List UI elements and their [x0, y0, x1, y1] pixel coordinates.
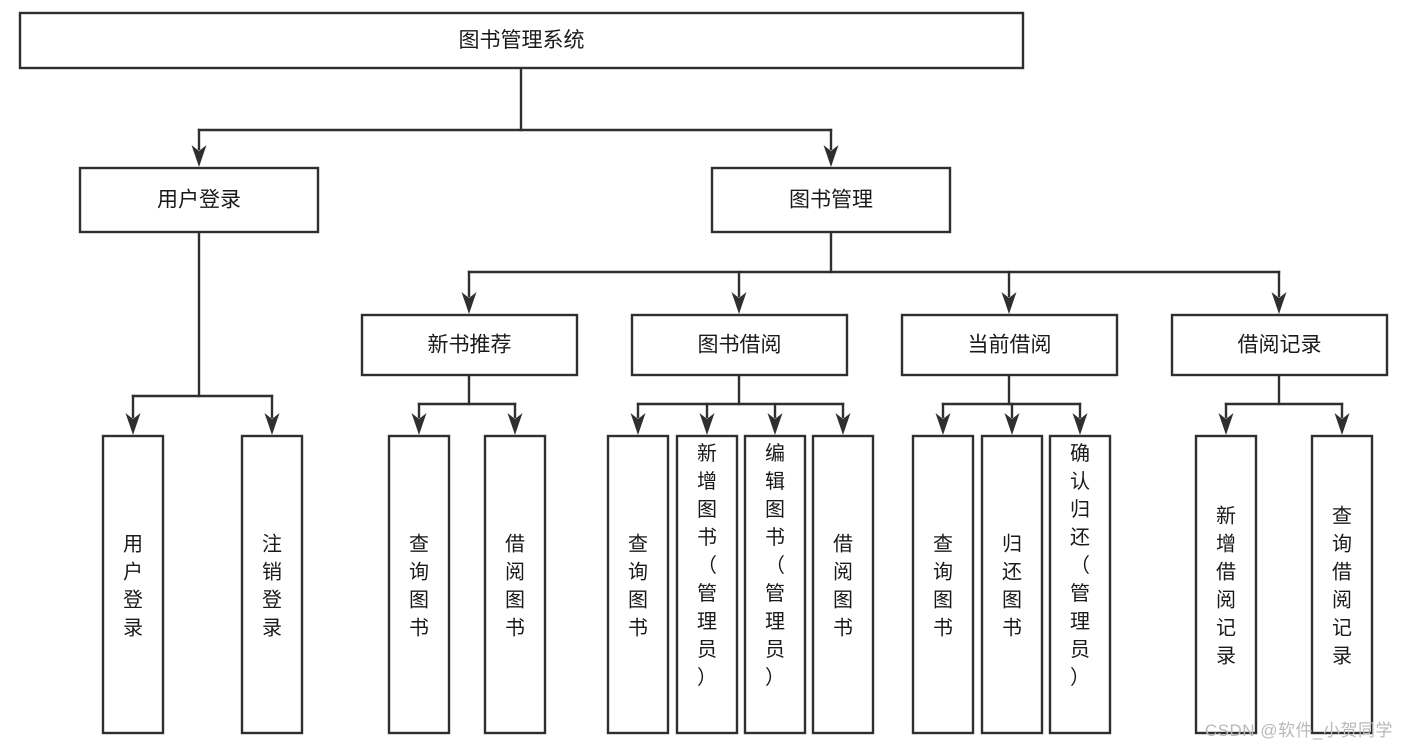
node-box-new-book-recommend[interactable]: [360, 313, 579, 377]
node-box-leaf-user-login[interactable]: [101, 434, 165, 735]
node-layer: 图书管理系统用户登录图书管理新书推荐图书借阅当前借阅借阅记录用户登录注销登录查询…: [18, 11, 1389, 735]
node-leaf-add-book-admin[interactable]: 新增图书（管理员）: [675, 434, 739, 735]
node-box-leaf-user-logout[interactable]: [240, 434, 304, 735]
node-box-leaf-query-book-recommend[interactable]: [387, 434, 451, 735]
node-label-book-manage: 图书管理: [789, 189, 873, 212]
node-label-leaf-confirm-return-admin: 确认归还（管理员）: [1070, 442, 1090, 689]
node-label-leaf-query-book-borrow: 查询图书: [628, 532, 648, 639]
node-label-leaf-borrow-book-recommend: 借阅图书: [505, 532, 525, 639]
node-label-leaf-add-book-admin: 新增图书（管理员）: [697, 442, 717, 689]
node-box-leaf-return-book[interactable]: [980, 434, 1044, 735]
conn-root-to-level1: [191, 66, 839, 167]
node-box-leaf-add-borrow-record[interactable]: [1194, 434, 1258, 735]
node-label-leaf-query-book-recommend: 查询图书: [409, 532, 429, 639]
node-leaf-query-book-borrow[interactable]: 查询图书: [606, 434, 670, 735]
node-borrow-record[interactable]: 借阅记录: [1170, 313, 1389, 377]
node-box-leaf-edit-book-admin[interactable]: [743, 434, 807, 735]
node-box-borrow-record[interactable]: [1170, 313, 1389, 377]
conn-userlogin-to-leaves: [125, 230, 280, 435]
node-current-borrow[interactable]: 当前借阅: [900, 313, 1119, 377]
conn-borrow-to-leaves: [630, 373, 851, 435]
conn-bookmanage-to-level2: [461, 230, 1287, 314]
node-label-leaf-user-login: 用户登录: [123, 533, 143, 639]
node-label-borrow-record: 借阅记录: [1238, 334, 1322, 357]
node-box-leaf-query-book-borrow[interactable]: [606, 434, 670, 735]
node-box-root[interactable]: [18, 11, 1025, 70]
node-book-borrow[interactable]: 图书借阅: [630, 313, 849, 377]
node-label-leaf-query-book-current: 查询图书: [933, 532, 953, 639]
node-leaf-confirm-return-admin[interactable]: 确认归还（管理员）: [1048, 434, 1112, 735]
node-label-leaf-user-logout: 注销登录: [262, 532, 282, 639]
conn-current-to-leaves: [935, 373, 1088, 435]
conn-recommend-to-leaves: [411, 373, 523, 435]
node-box-book-borrow[interactable]: [630, 313, 849, 377]
node-user-login[interactable]: 用户登录: [78, 166, 320, 234]
node-label-leaf-borrow-book: 借阅图书: [833, 532, 853, 639]
node-box-leaf-query-book-current[interactable]: [911, 434, 975, 735]
node-box-leaf-query-borrow-record[interactable]: [1310, 434, 1374, 735]
node-label-new-book-recommend: 新书推荐: [428, 334, 512, 357]
node-leaf-user-logout[interactable]: 注销登录: [240, 434, 304, 735]
node-book-manage[interactable]: 图书管理: [710, 166, 952, 234]
node-new-book-recommend[interactable]: 新书推荐: [360, 313, 579, 377]
node-box-current-borrow[interactable]: [900, 313, 1119, 377]
node-box-leaf-borrow-book[interactable]: [811, 434, 875, 735]
node-label-leaf-return-book: 归还图书: [1002, 532, 1022, 639]
node-box-leaf-borrow-book-recommend[interactable]: [483, 434, 547, 735]
node-label-root: 图书管理系统: [459, 29, 585, 52]
node-root[interactable]: 图书管理系统: [18, 11, 1025, 70]
conn-record-to-leaves: [1218, 373, 1350, 435]
node-leaf-query-book-recommend[interactable]: 查询图书: [387, 434, 451, 735]
node-leaf-edit-book-admin[interactable]: 编辑图书（管理员）: [743, 434, 807, 735]
connector-layer: [125, 66, 1350, 435]
node-label-book-borrow: 图书借阅: [698, 334, 782, 357]
node-box-user-login[interactable]: [78, 166, 320, 234]
node-box-leaf-confirm-return-admin[interactable]: [1048, 434, 1112, 735]
node-leaf-query-borrow-record[interactable]: 查询借阅记录: [1310, 434, 1374, 735]
node-leaf-add-borrow-record[interactable]: 新增借阅记录: [1194, 434, 1258, 735]
node-leaf-query-book-current[interactable]: 查询图书: [911, 434, 975, 735]
watermark-text: CSDN @软件_小贺同学: [1204, 721, 1393, 740]
node-label-leaf-add-borrow-record: 新增借阅记录: [1216, 504, 1236, 667]
node-leaf-user-login[interactable]: 用户登录: [101, 434, 165, 735]
node-box-leaf-add-book-admin[interactable]: [675, 434, 739, 735]
node-label-leaf-query-borrow-record: 查询借阅记录: [1332, 504, 1352, 667]
node-leaf-borrow-book-recommend[interactable]: 借阅图书: [483, 434, 547, 735]
node-box-book-manage[interactable]: [710, 166, 952, 234]
node-label-user-login: 用户登录: [157, 189, 241, 212]
node-leaf-borrow-book[interactable]: 借阅图书: [811, 434, 875, 735]
node-leaf-return-book[interactable]: 归还图书: [980, 434, 1044, 735]
node-label-current-borrow: 当前借阅: [968, 334, 1052, 357]
node-label-leaf-edit-book-admin: 编辑图书（管理员）: [765, 442, 785, 689]
